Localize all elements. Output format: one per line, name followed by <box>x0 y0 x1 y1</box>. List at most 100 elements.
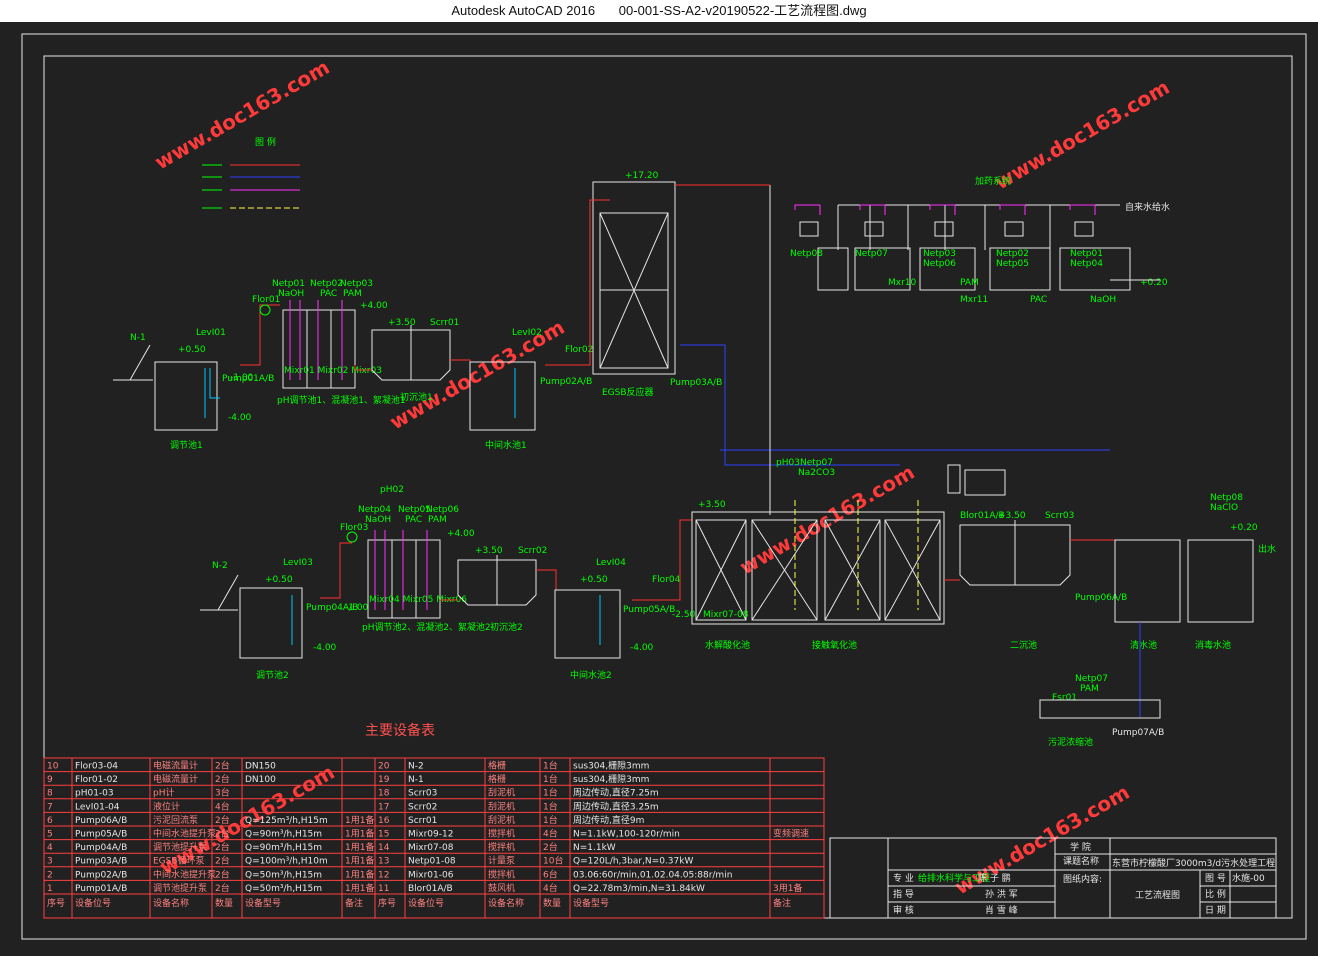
equip-left-r5-c2: 中间水池提升泵 <box>153 828 216 840</box>
equip-right-r5-c0: 15 <box>378 830 389 840</box>
second-level-350: +3.50 <box>998 511 1026 521</box>
tb-sheet-label: 图 号 <box>1205 873 1226 884</box>
equip-left-r7-c5: 1用1备 <box>345 855 374 867</box>
equip-left-r0-c4: DN150 <box>245 762 276 772</box>
equip-right-r6-c2: 搅拌机 <box>488 841 515 853</box>
equip-left-r8-c2: 中间水池提升泵 <box>153 868 216 880</box>
dosing-tag-netp01: Netp01 <box>1070 249 1103 259</box>
l1-netp02: Netp02 <box>310 279 343 289</box>
equip-left-r4-c1: Pump06A/B <box>75 816 127 826</box>
aerobic-tank-label: 接触氧化池 <box>812 639 857 651</box>
dosing-tag-netp05: Netp05 <box>996 259 1029 269</box>
fsr01-label: Fsr01 <box>1052 693 1077 703</box>
equip-left-r0-c1: Flor03-04 <box>75 762 118 772</box>
l2-level-m400: -4.00 <box>630 643 654 653</box>
l2-pump04: Pump04A/B <box>306 603 358 613</box>
equip-right-r6-c3: 2台 <box>543 841 558 853</box>
equip-left-r6-c3: 2台 <box>215 841 230 853</box>
dosing-tag-netp06: Netp06 <box>923 259 956 269</box>
equip-left-r8-c5: 1用1备 <box>345 868 374 880</box>
equip-left-r8-c3: 2台 <box>215 868 230 880</box>
equip-left-r7-c0: 3 <box>47 857 53 867</box>
bio-level-020: +0.20 <box>1230 523 1258 533</box>
second-settler-label: 二沉池 <box>1010 639 1037 651</box>
l1-level-m100: -1.00 <box>230 373 254 383</box>
equip-right-r4-c1: Scrr01 <box>408 816 437 826</box>
app-name: Autodesk AutoCAD 2016 <box>451 3 596 18</box>
tb-project: 东营市柠檬酸厂3000m3/d污水处理工程 <box>1112 857 1275 869</box>
equip-right-r4-c0: 16 <box>378 816 390 826</box>
equip-left-r7-c4: Q=100m³/h,H10m <box>245 857 328 867</box>
equip-left-r9-c5: 1用1备 <box>345 882 374 894</box>
equip-left-r8-c1: Pump02A/B <box>75 870 127 880</box>
tb-major: 专 业 <box>893 872 914 884</box>
tb-project-label: 课题名称 <box>1063 855 1099 867</box>
bio-level-m250: -2.50 <box>672 610 696 620</box>
tb-advisor: 指 导 <box>893 888 914 900</box>
l2-level-400: +4.00 <box>447 529 475 539</box>
equip-right-r1-c0: 19 <box>378 775 390 785</box>
tb-major-val: 给排水科学与工程 <box>918 872 990 884</box>
equip-left-r1-c3: 2台 <box>215 773 230 785</box>
dosing-tag-netp08: Netp08 <box>790 249 823 259</box>
bio-mixr: Mixr07-08 <box>703 610 749 620</box>
equip-header-left-1: 设备位号 <box>75 897 111 909</box>
equip-right-r8-c3: 6台 <box>543 868 558 880</box>
equip-right-r5-c4: N=1.1kW,100-120r/min <box>573 830 680 840</box>
equip-right-r3-c2: 刮泥机 <box>488 800 515 812</box>
l1-flowmeter-flor01: Flor01 <box>252 295 280 305</box>
equip-header-right-4: 设备型号 <box>573 897 609 909</box>
equip-left-r4-c4: Q=125m³/h,H15m <box>245 816 328 826</box>
l2-netp04: Netp04 <box>358 505 391 515</box>
equip-left-r5-c5: 1用1备 <box>345 828 374 840</box>
l2-level-m400: -4.00 <box>313 643 337 653</box>
l1-level-400: +4.00 <box>360 301 388 311</box>
egsb-name: EGSB反应器 <box>602 386 654 398</box>
equip-left-r6-c1: Pump04A/B <box>75 843 127 853</box>
equip-right-r2-c4: 周边传动,直径7.25m <box>573 787 659 799</box>
equip-header-right-3: 数量 <box>543 897 561 909</box>
tb-sheet-no: 水施-00 <box>1232 872 1265 884</box>
equip-right-r2-c1: Scrr03 <box>408 789 437 799</box>
anoxic-tank-label: 水解酸化池 <box>705 639 750 651</box>
l2-netp05: Netp05 <box>398 505 431 515</box>
naclo-label: NaClO <box>1210 503 1238 513</box>
equip-left-r5-c3: 2台 <box>215 828 230 840</box>
l1-mid-tank: 中间水池1 <box>485 439 527 451</box>
equip-right-r1-c2: 格栅 <box>488 773 506 785</box>
equip-left-r4-c5: 1用1备 <box>345 814 374 826</box>
dosing-tag-netp07: Netp07 <box>855 249 888 259</box>
title-block: 学 院 课题名称 东营市柠檬酸厂3000m3/d污水处理工程 图纸内容: 工艺流… <box>829 837 1277 919</box>
dosing-system-title: 加药系统 <box>975 175 1011 187</box>
equip-header-left-2: 设备名称 <box>153 897 189 909</box>
equip-left-r3-c2: 液位计 <box>153 800 180 812</box>
equip-header-left-4: 设备型号 <box>245 897 281 909</box>
equip-header-left-5: 备注 <box>345 897 363 909</box>
equip-right-r0-c4: sus304,栅隙3mm <box>573 760 649 772</box>
process-flow-diagram: www.doc163.com www.doc163.com www.doc163… <box>21 33 1307 940</box>
equip-right-r3-c3: 1台 <box>543 800 558 812</box>
equip-left-r8-c4: Q=50m³/h,H15m <box>245 870 322 880</box>
l1-netp01: Netp01 <box>272 279 305 289</box>
tb-student-val: 陈 子 鹏 <box>978 872 1011 884</box>
window-title-bar: Autodesk AutoCAD 2016 00-001-SS-A2-v2019… <box>0 0 1318 22</box>
bio-level-350: +3.50 <box>698 500 726 510</box>
level-indicator-1: LevI01 <box>196 328 226 338</box>
outflow-label: 出水 <box>1258 543 1276 555</box>
pump03-label: Pump03A/B <box>670 378 722 388</box>
l2-pam: PAM <box>428 515 447 525</box>
equip-right-r6-c0: 14 <box>378 843 390 853</box>
equip-right-r4-c2: 刮泥机 <box>488 814 515 826</box>
equip-right-r9-c3: 4台 <box>543 882 558 894</box>
equip-right-r0-c2: 格栅 <box>488 760 506 772</box>
dosing-tag-netp03: Netp03 <box>923 249 956 259</box>
equip-left-r7-c2: EGSB循环泵 <box>153 855 205 867</box>
file-name: 00-001-SS-A2-v20190522-工艺流程图.dwg <box>618 3 867 18</box>
watermark-2: www.doc163.com <box>991 75 1174 195</box>
egsb-reactor: +17.20 EGSB反应器 Pump03A/B <box>592 171 722 398</box>
l1-mixers: Mixr01 Mixr02 Mixr03 <box>284 366 382 376</box>
equip-right-r1-c1: N-1 <box>408 775 424 785</box>
watermarks: www.doc163.com www.doc163.com www.doc163… <box>151 55 1174 900</box>
drawing-canvas[interactable]: www.doc163.com www.doc163.com www.doc163… <box>0 22 1318 952</box>
equip-left-r6-c0: 4 <box>47 843 53 853</box>
